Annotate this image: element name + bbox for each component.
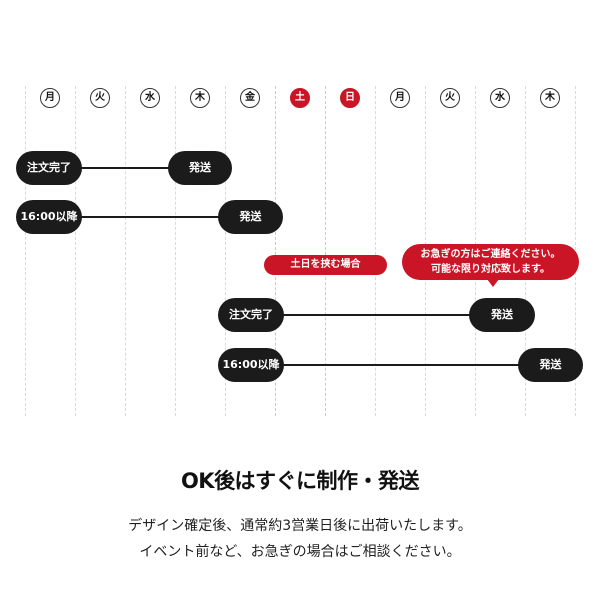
day-wednesday: 水 bbox=[140, 88, 160, 108]
order-complete-pill: 注文完了 bbox=[218, 298, 284, 332]
timeline-bar bbox=[72, 216, 232, 218]
page-headline: OK後はすぐに制作・発送 bbox=[180, 469, 420, 493]
day-column-line bbox=[375, 86, 376, 416]
day-sunday: 日 bbox=[340, 88, 360, 108]
day-monday-next: 月 bbox=[390, 88, 410, 108]
urgent-note-bubble: お急ぎの方はご連絡ください。 可能な限り対応致します。 bbox=[402, 244, 579, 280]
day-column-line bbox=[225, 86, 226, 416]
ship-pill: 発送 bbox=[218, 200, 283, 234]
day-thursday-next: 木 bbox=[540, 88, 560, 108]
day-monday: 月 bbox=[40, 88, 60, 108]
urgent-note-line-1: お急ぎの方はご連絡ください。 bbox=[420, 249, 561, 260]
timeline-bar bbox=[270, 314, 482, 316]
timeline-bar bbox=[70, 167, 180, 169]
day-wednesday-next: 水 bbox=[490, 88, 510, 108]
weekend-note-tag: 土日を挟む場合 bbox=[264, 255, 387, 275]
holiday-column-line bbox=[275, 86, 276, 416]
day-column-line bbox=[175, 86, 176, 416]
timeline-bar bbox=[272, 364, 532, 366]
body-text-line-1: デザイン確定後、通常約3営業日後に出荷いたします。 bbox=[128, 518, 472, 534]
day-thursday: 木 bbox=[190, 88, 210, 108]
holiday-column-line bbox=[325, 86, 326, 416]
ship-pill: 発送 bbox=[469, 298, 535, 332]
urgent-note-tail bbox=[487, 279, 499, 287]
day-tuesday: 火 bbox=[90, 88, 110, 108]
day-column-line bbox=[75, 86, 76, 416]
after-1600-pill: 16:00以降 bbox=[218, 348, 284, 382]
day-tuesday-next: 火 bbox=[440, 88, 460, 108]
day-column-line bbox=[125, 86, 126, 416]
ship-pill: 発送 bbox=[168, 151, 232, 185]
urgent-note-line-2: 可能な限り対応致します。 bbox=[431, 264, 550, 275]
day-friday: 金 bbox=[240, 88, 260, 108]
order-complete-pill: 注文完了 bbox=[16, 151, 82, 185]
after-1600-pill: 16:00以降 bbox=[16, 200, 82, 234]
day-column-line bbox=[25, 86, 26, 416]
day-saturday: 土 bbox=[290, 88, 310, 108]
body-text-line-2: イベント前など、お急ぎの場合はご相談ください。 bbox=[139, 544, 461, 560]
ship-pill: 発送 bbox=[518, 348, 583, 382]
